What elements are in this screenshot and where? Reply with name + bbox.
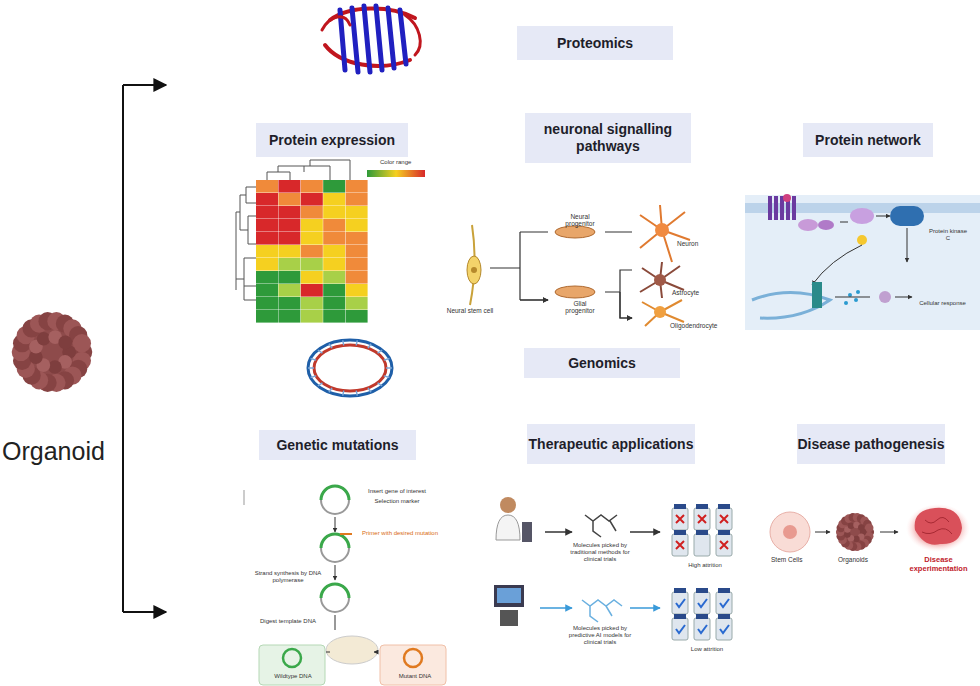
illustration-label: Selection marker: [352, 498, 442, 505]
illustration-label: High attrition: [675, 562, 735, 569]
illustration-label: Wildtype DNA: [266, 673, 320, 680]
illustration-label: Stem Cells: [771, 556, 802, 563]
illustration-label: Organoids: [838, 556, 868, 563]
disease-model: [770, 504, 970, 552]
heatmap: [256, 180, 368, 323]
illustration-label: Molecules picked by traditional methods …: [562, 542, 638, 563]
bracket: [123, 85, 166, 612]
header-band: Disease pathogenesis: [797, 424, 945, 464]
header-band: Protein expression: [256, 123, 408, 157]
header-text: Protein expression: [269, 132, 395, 149]
header-text: Proteomics: [557, 35, 633, 52]
color-range-bar: [367, 170, 425, 177]
drug-discovery: [494, 497, 732, 640]
illustration-label: Neural progenitor: [560, 213, 600, 228]
header-band: Therapeutic applications: [527, 424, 695, 464]
illustration-label: Neuron: [677, 240, 698, 247]
illustration-label: Strand synthesis by DNA polymerase: [248, 570, 328, 584]
dendrogram: [236, 160, 350, 300]
illustration-label: Color range: [380, 159, 411, 166]
illustration-label: Molecules picked by predictive AI models…: [560, 625, 640, 646]
dna-circle: [308, 340, 392, 396]
header-band: Genomics: [524, 348, 680, 378]
header-text: Disease pathogenesis: [797, 436, 944, 453]
plasmid-steps: [244, 486, 446, 685]
illustration-label: Astrocyte: [672, 289, 699, 296]
illustration-label: Mutant DNA: [388, 673, 442, 680]
illustration-label: Protein kinase C: [928, 228, 968, 242]
illustration-label: Glial progenitor: [560, 300, 600, 315]
illustration-label: Neural stem cell: [440, 307, 500, 314]
header-text: Genetic mutations: [276, 437, 398, 454]
header-band: Proteomics: [517, 26, 673, 60]
header-text: neuronal signalling pathways: [525, 121, 691, 155]
illustration-label: Cellular response: [915, 300, 970, 307]
illustration-label: Oligodendrocyte: [670, 322, 717, 329]
illustration-label: Primer with desired mutation: [355, 530, 445, 537]
protein-ribbon: [322, 6, 420, 72]
illustration-label: Low attrition: [677, 646, 737, 653]
organoid-blob: [12, 312, 93, 392]
header-text: Protein network: [815, 132, 921, 149]
neural-lineage: [467, 205, 690, 326]
header-band: Genetic mutations: [259, 430, 416, 460]
header-band: neuronal signalling pathways: [525, 113, 691, 163]
organoid-label: Organoid: [2, 437, 105, 466]
header-text: Genomics: [568, 355, 636, 372]
header-text: Therapeutic applications: [529, 436, 694, 453]
illustration-label: Digest template DNA: [248, 618, 328, 625]
header-band: Protein network: [803, 123, 933, 157]
protein-network: [745, 194, 980, 330]
illustration-label: Insert gene of interest: [352, 488, 442, 495]
illustration-label: Disease experimentation: [901, 556, 976, 573]
